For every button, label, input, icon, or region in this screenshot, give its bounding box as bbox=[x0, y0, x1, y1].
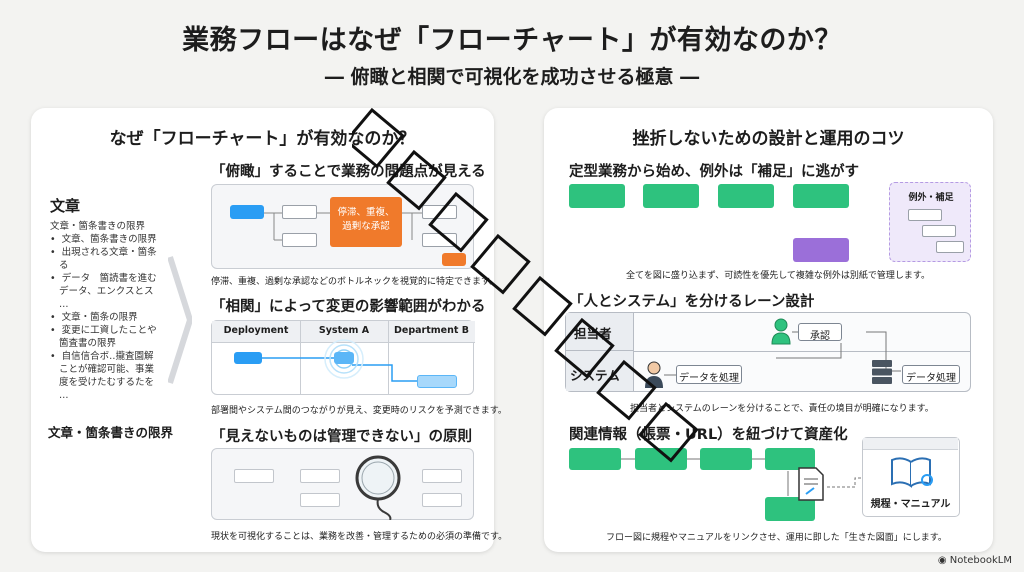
flow-box bbox=[422, 205, 457, 219]
flow-box bbox=[282, 205, 317, 219]
user-computer-icon bbox=[645, 361, 663, 388]
routine-step bbox=[643, 184, 699, 208]
impact-box bbox=[334, 352, 354, 364]
left-panel-title: なぜ「フローチャート」が有効なのか？ bbox=[109, 129, 416, 149]
linked-step bbox=[765, 448, 815, 470]
lane-header: Department B bbox=[394, 325, 469, 336]
doc-item: 文章・箇条書きの限界 bbox=[50, 221, 146, 232]
section-heading-routine: 定型業務から始め、例外は「補足」に逃がす bbox=[569, 164, 859, 180]
document-link-icon bbox=[798, 467, 824, 501]
text-document-column: 文章 文章・箇条書きの限界 • 文章、箇条書きの限界 • 出現される文章・箇条 … bbox=[50, 195, 180, 402]
person-icon bbox=[771, 318, 791, 345]
chevron-right-icon bbox=[168, 256, 192, 384]
faded-box bbox=[234, 469, 274, 483]
linked-step bbox=[635, 448, 687, 470]
section-heading-lanes: 「人とシステム」を分けるレーン設計 bbox=[569, 294, 815, 310]
routine-step bbox=[718, 184, 774, 208]
server-icon bbox=[872, 360, 892, 384]
section-heading-visibility: 「見えないものは管理できない」の原則 bbox=[211, 429, 472, 445]
doc-item: … bbox=[50, 299, 69, 310]
system-process-box: データ処理 bbox=[902, 365, 960, 384]
doc-item: • 自信信合ボ‥攏査園解 bbox=[50, 351, 154, 362]
doc-heading: 文章 bbox=[50, 197, 81, 215]
faded-box bbox=[422, 469, 462, 483]
main-subtitle: ― 俯瞰と相関で可視化を成功させる極意 ― bbox=[324, 66, 700, 88]
doc-item: 箇査書の限界 bbox=[50, 338, 117, 349]
visibility-caption: 現状を可視化することは、業務を改善・管理するための必須の準備です。 bbox=[211, 532, 508, 542]
doc-item: データ、エンクスとス bbox=[50, 286, 154, 297]
routine-caption: 全てを図に盛り込まず、可読性を優先して複雑な例外は別紙で管理します。 bbox=[626, 271, 931, 281]
lane-header: Deployment bbox=[223, 325, 289, 336]
doc-item: ことが確認可能、事業 bbox=[50, 364, 155, 375]
exception-item bbox=[922, 225, 956, 237]
doc-item: • 変更に工資したことや bbox=[50, 325, 157, 336]
section-heading-overview: 「俯瞰」することで業務の問題点が見える bbox=[211, 164, 486, 180]
exception-item bbox=[936, 241, 964, 253]
flow-box bbox=[422, 233, 457, 247]
exception-item bbox=[908, 209, 942, 221]
main-title: 業務フローはなぜ「フローチャート」が有効なのか？ bbox=[182, 25, 842, 56]
faded-box bbox=[300, 493, 340, 507]
manual-label: 規程・マニュアル bbox=[870, 499, 951, 510]
doc-item: • 出現される文章・箇条 bbox=[50, 247, 157, 258]
lanes-caption: 担当者とシステムのレーンを分けることで、責任の境目が明確になります。 bbox=[630, 404, 934, 414]
faded-box bbox=[422, 493, 462, 507]
linked-step bbox=[700, 448, 752, 470]
exception-step bbox=[793, 238, 849, 262]
bottleneck-callout: 停滞、重複、 過剰な承認 bbox=[330, 197, 402, 247]
approve-box: 承認 bbox=[798, 323, 842, 342]
doc-item: … bbox=[50, 390, 69, 401]
bottleneck-box bbox=[442, 253, 466, 266]
affected-box bbox=[417, 375, 457, 388]
doc-item: る bbox=[50, 260, 69, 271]
book-link-icon bbox=[891, 457, 933, 488]
exception-box: 例外・補足 bbox=[889, 182, 971, 262]
start-box bbox=[230, 205, 264, 219]
exception-label: 例外・補足 bbox=[908, 193, 954, 203]
process-box bbox=[234, 352, 262, 364]
process-data-box: データを処理 bbox=[676, 365, 742, 384]
routine-step bbox=[793, 184, 849, 208]
right-panel-title: 挫折しないための設計と運用のコツ bbox=[632, 129, 905, 149]
overview-diagram: 停滞、重複、 過剰な承認 bbox=[211, 184, 474, 269]
linked-step bbox=[765, 497, 815, 521]
magnifying-glass-icon bbox=[355, 455, 401, 520]
lane-header: System A bbox=[318, 325, 370, 336]
doc-item: • 文章、箇条書きの限界 bbox=[50, 234, 157, 245]
correlation-caption: 部署間やシステム間のつながりが見え、変更時のリスクを予測できます。 bbox=[211, 406, 507, 416]
routine-step bbox=[569, 184, 625, 208]
manual-card[interactable]: 規程・マニュアル bbox=[862, 437, 960, 517]
logo-icon: ◉ bbox=[937, 555, 950, 566]
visibility-diagram bbox=[211, 448, 474, 520]
notebooklm-logo: ◉ NotebookLM bbox=[937, 555, 1012, 566]
linked-step bbox=[569, 448, 621, 470]
faded-box bbox=[300, 469, 340, 483]
overview-caption: 停滞、重複、過剰な承認などのボトルネックを視覚的に特定できます。 bbox=[211, 277, 499, 287]
lane-diagram: 担当者 システム 承認 データを処理 データ処理 bbox=[565, 312, 971, 392]
doc-item: • データ 箇読書を進む bbox=[50, 273, 157, 284]
flow-box bbox=[282, 233, 317, 247]
section-heading-correlation: 「相関」によって変更の影響範囲がわかる bbox=[211, 299, 486, 315]
doc-footer: 文章・箇条書きの限界 bbox=[48, 425, 174, 440]
swimlane-diagram: Deployment System A Department B bbox=[211, 320, 475, 395]
doc-item: • 文章・箇条の限界 bbox=[50, 312, 138, 323]
doc-item: 度を受けたむするたを bbox=[50, 377, 155, 388]
linking-caption: フロー図に規程やマニュアルをリンクさせ、運用に即した「生きた図面」にします。 bbox=[606, 533, 947, 543]
link-diagram-lines bbox=[620, 458, 865, 496]
